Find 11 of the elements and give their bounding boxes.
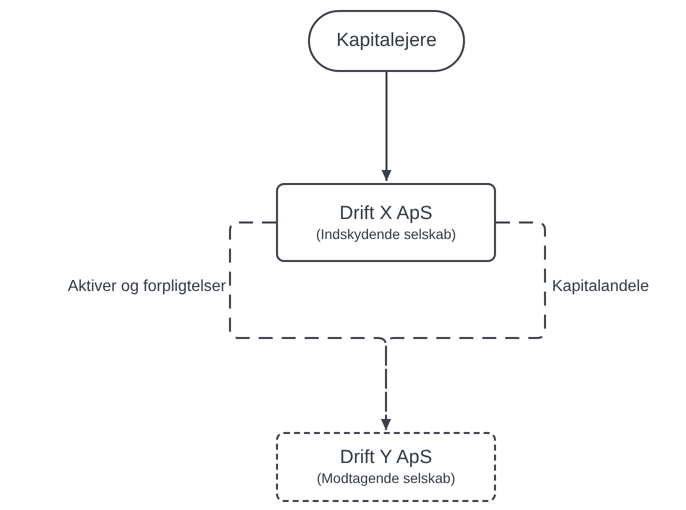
node-title: Drift X ApS xyxy=(340,202,432,226)
node-subtitle: (Indskydende selskab) xyxy=(316,226,456,244)
node-title: Kapitalejere xyxy=(336,29,437,53)
node-subtitle: (Modtagende selskab) xyxy=(316,470,456,488)
arrow xyxy=(382,72,392,181)
dashed-arrow xyxy=(381,222,546,430)
edge-label: Aktiver og forpligtelser xyxy=(68,278,226,295)
process-box xyxy=(276,183,496,262)
node-title: Drift Y ApS xyxy=(340,446,432,470)
process-box xyxy=(276,432,496,502)
edge-label: Kapitalandele xyxy=(552,278,649,295)
